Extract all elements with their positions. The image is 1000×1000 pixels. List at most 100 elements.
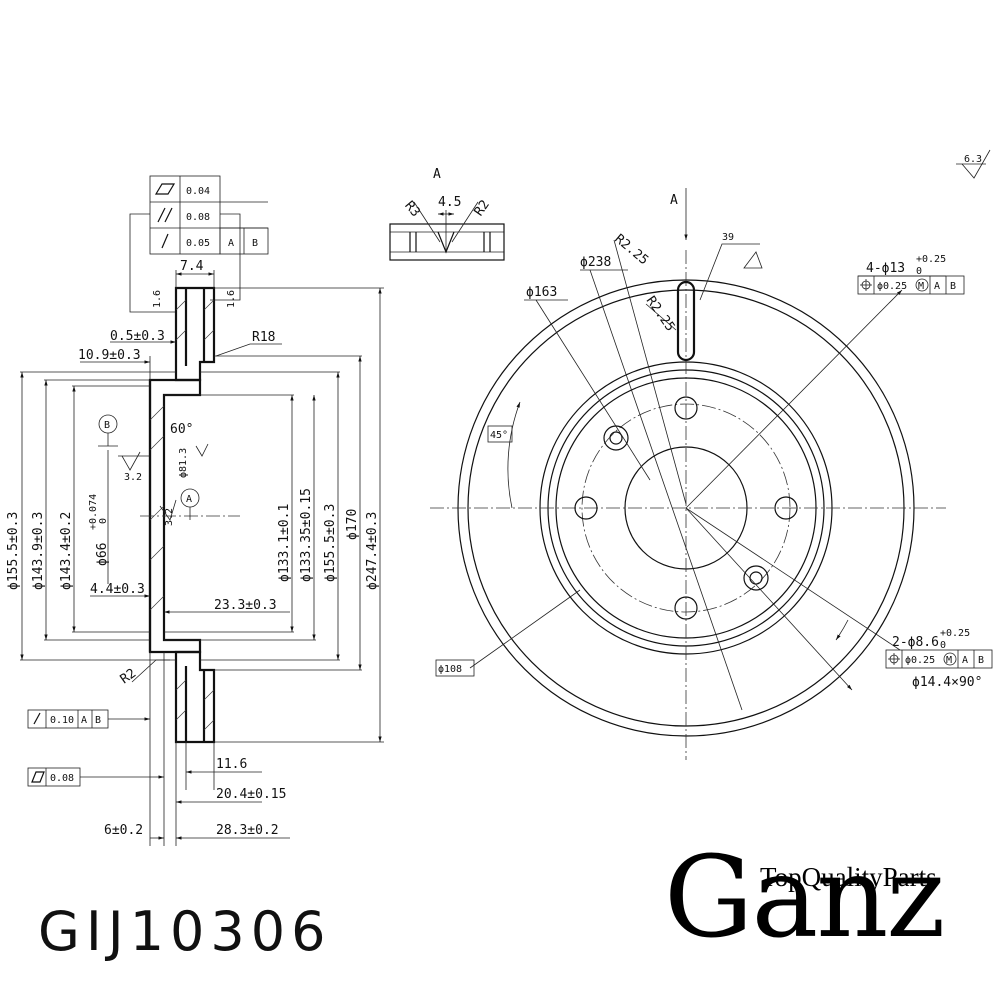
position-symbol-icon <box>860 279 872 291</box>
bolt-holes-tol-upper: +0.25 <box>916 254 946 265</box>
d1555-left-label: ϕ155.5±0.3 <box>6 512 21 590</box>
flatness-value: 0.04 <box>186 186 210 197</box>
angle-60-label: 60° <box>170 422 193 437</box>
bolt-position-tolerance: ϕ0.25 <box>877 281 907 292</box>
dim-116-label: 11.6 <box>216 757 247 772</box>
datum-a-label: A <box>186 494 192 505</box>
pin-position-datum-a: A <box>962 655 968 666</box>
pin-hole <box>749 571 763 585</box>
r225-top-label: R2.25 <box>611 232 651 269</box>
r225-slot-label: R2.25 <box>643 294 678 335</box>
d66-tol-upper: +0.074 <box>88 494 99 530</box>
width-top-label: 7.4 <box>180 259 204 274</box>
runout-frame-datum-a: A <box>81 715 87 726</box>
detail-view-a: A R3 4.5 R2 <box>389 167 505 261</box>
pin-hole <box>609 431 623 445</box>
dim-204-label: 20.4±0.15 <box>216 787 286 802</box>
bolt-position-datum-a: A <box>934 281 940 292</box>
bolt-holes-label: 4-ϕ13 <box>866 261 905 276</box>
pin-holes-label: 2-ϕ8.6 <box>892 635 939 650</box>
pin-position-frame: ϕ0.25 M A B <box>885 649 993 669</box>
d1439-label: ϕ143.9±0.3 <box>31 512 46 590</box>
dim-109-label: 10.9±0.3 <box>78 348 141 363</box>
part-number: GIJ10306 <box>38 900 332 963</box>
r18-label: R18 <box>252 330 275 345</box>
section-view: 0.04 0.08 0.05 A B <box>6 175 384 846</box>
bolt-hole <box>574 496 598 520</box>
d66-label: ϕ66 <box>95 543 110 566</box>
dim-283-label: 28.3±0.2 <box>216 823 279 838</box>
datum-b-marker: B <box>98 414 118 447</box>
d813-label: ϕ81.3 <box>178 448 189 478</box>
countersink-label: ϕ14.4×90° <box>912 675 982 690</box>
bolt-position-modifier: M <box>918 281 924 292</box>
brand-logo: Ganz <box>664 833 945 963</box>
runout-frame-datum-b: B <box>95 715 101 726</box>
detail-r3-label: R3 <box>401 198 423 220</box>
datum-a-marker: A <box>180 488 200 520</box>
pin-hole <box>743 565 769 591</box>
flatness-symbol-icon <box>31 771 45 783</box>
pin-holes-tol-upper: +0.25 <box>940 628 970 639</box>
dim-39-label: 39 <box>722 232 734 243</box>
flatness-frame: 0.08 <box>27 767 164 787</box>
dim-6-label: 6±0.2 <box>104 823 143 838</box>
parallelism-value: 0.08 <box>186 212 210 223</box>
pin-position-tolerance: ϕ0.25 <box>905 655 935 666</box>
parallelism-symbol-icon <box>157 207 173 223</box>
runout-symbol-icon <box>161 233 169 249</box>
d2474-label: ϕ247.4±0.3 <box>365 512 380 590</box>
detail-width-label: 4.5 <box>438 195 461 210</box>
bolt-hole <box>774 496 798 520</box>
runout-value: 0.05 <box>186 238 210 249</box>
detail-a-label: A <box>433 167 441 182</box>
pin-holes-tol-lower: 0 <box>940 640 946 651</box>
roughness-symbol-icon: 3.2 <box>118 451 150 483</box>
view-arrow-a-label: A <box>670 193 678 208</box>
brand-tagline: TopQualityParts <box>760 862 937 892</box>
wear-slot <box>676 280 696 362</box>
bolt-hole <box>674 396 698 420</box>
datum-b-label: B <box>104 420 110 431</box>
flatness-frame-value: 0.08 <box>50 773 74 784</box>
bolt-hole <box>674 596 698 620</box>
d170-label: ϕ170 <box>345 509 360 540</box>
runout-symbol-icon <box>33 712 41 725</box>
detail-r2-label: R2 <box>472 198 493 219</box>
runout-frame: 0.10 A B <box>27 709 150 729</box>
runout-frame-value: 0.10 <box>50 715 74 726</box>
chamfer-left-label: 1.6 <box>152 290 163 308</box>
chamfer-right-label: 1.6 <box>226 290 237 308</box>
d1331-label: ϕ133.1±0.1 <box>277 504 292 582</box>
pin-position-datum-b: B <box>978 655 984 666</box>
r2-label: R2 <box>118 666 139 687</box>
roughness-b-value: 3.2 <box>124 472 142 483</box>
bolt-holes-tol-lower: 0 <box>916 266 922 277</box>
dim-05-label: 0.5±0.3 <box>110 329 165 344</box>
pin-position-modifier: M <box>946 655 952 666</box>
d1555-right-label: ϕ155.5±0.3 <box>323 504 338 582</box>
d66-tol-lower: 0 <box>98 518 109 524</box>
runout-datum-b: B <box>252 238 258 249</box>
pin-hole <box>603 425 629 451</box>
position-symbol-icon <box>888 653 900 665</box>
angle-45-label: 45° <box>490 430 508 441</box>
d108-label: ϕ108 <box>438 664 462 675</box>
d13335-label: ϕ133.35±0.15 <box>299 488 314 582</box>
roughness-value: 6.3 <box>964 154 982 165</box>
dim-233-label: 23.3±0.3 <box>214 598 277 613</box>
roughness-symbol-icon <box>956 149 991 179</box>
bolt-position-frame: ϕ0.25 M A B <box>857 275 965 295</box>
dim-44-label: 4.4±0.3 <box>90 582 145 597</box>
d163-label: ϕ163 <box>526 285 557 300</box>
bolt-position-datum-b: B <box>950 281 956 292</box>
runout-datum-a: A <box>228 238 234 249</box>
d1434-label: ϕ143.4±0.2 <box>59 512 74 590</box>
flatness-symbol-icon <box>154 183 176 195</box>
roughness-a-value: 3.2 <box>164 508 175 526</box>
front-view: A 6.3 R2.25 ϕ238 39 ϕ163 R2.25 4-ϕ13 +0.… <box>430 149 993 760</box>
tolerance-frame: 0.04 0.08 0.05 A B <box>129 175 269 313</box>
section-hatch <box>149 299 215 731</box>
roughness-symbol-icon: 3.2 <box>159 499 177 526</box>
